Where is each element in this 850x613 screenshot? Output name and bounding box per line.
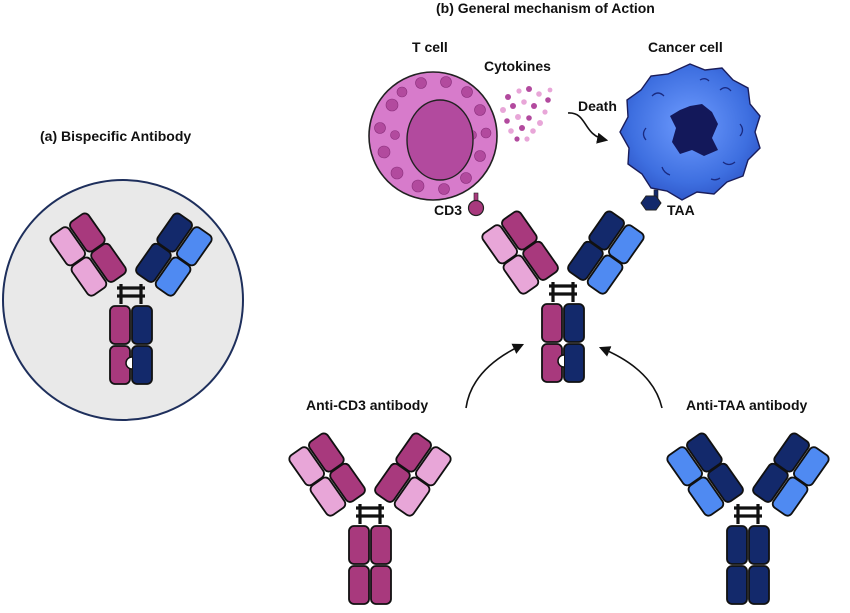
cytokines-dots xyxy=(500,86,553,142)
taa-label: TAA xyxy=(667,202,695,218)
cancer-cell xyxy=(619,63,761,201)
arrow-from-anti-taa xyxy=(598,346,663,409)
anti-taa-antibody xyxy=(666,432,830,605)
arrow-from-anti-cd3 xyxy=(465,343,525,409)
cd3-label: CD3 xyxy=(434,202,463,218)
anti-cd3-label: Anti-CD3 antibody xyxy=(306,397,429,413)
taa-receptor xyxy=(640,189,662,211)
panel-b-title: (b) General mechanism of Action xyxy=(436,0,655,16)
cd3-receptor xyxy=(467,192,485,217)
death-label: Death xyxy=(578,98,617,114)
t-cell-label: T cell xyxy=(412,39,448,55)
cancer-cell-label: Cancer cell xyxy=(648,39,723,55)
cytokines-label: Cytokines xyxy=(484,58,551,74)
panel-a-title: (a) Bispecific Antibody xyxy=(40,128,192,144)
t-cell xyxy=(368,71,498,201)
bispecific-antibody-panel-b xyxy=(481,210,645,383)
bispecific-antibody-panel-a xyxy=(49,212,213,385)
death-arrow xyxy=(567,112,609,144)
anti-taa-label: Anti-TAA antibody xyxy=(686,397,808,413)
anti-cd3-antibody xyxy=(288,432,452,605)
